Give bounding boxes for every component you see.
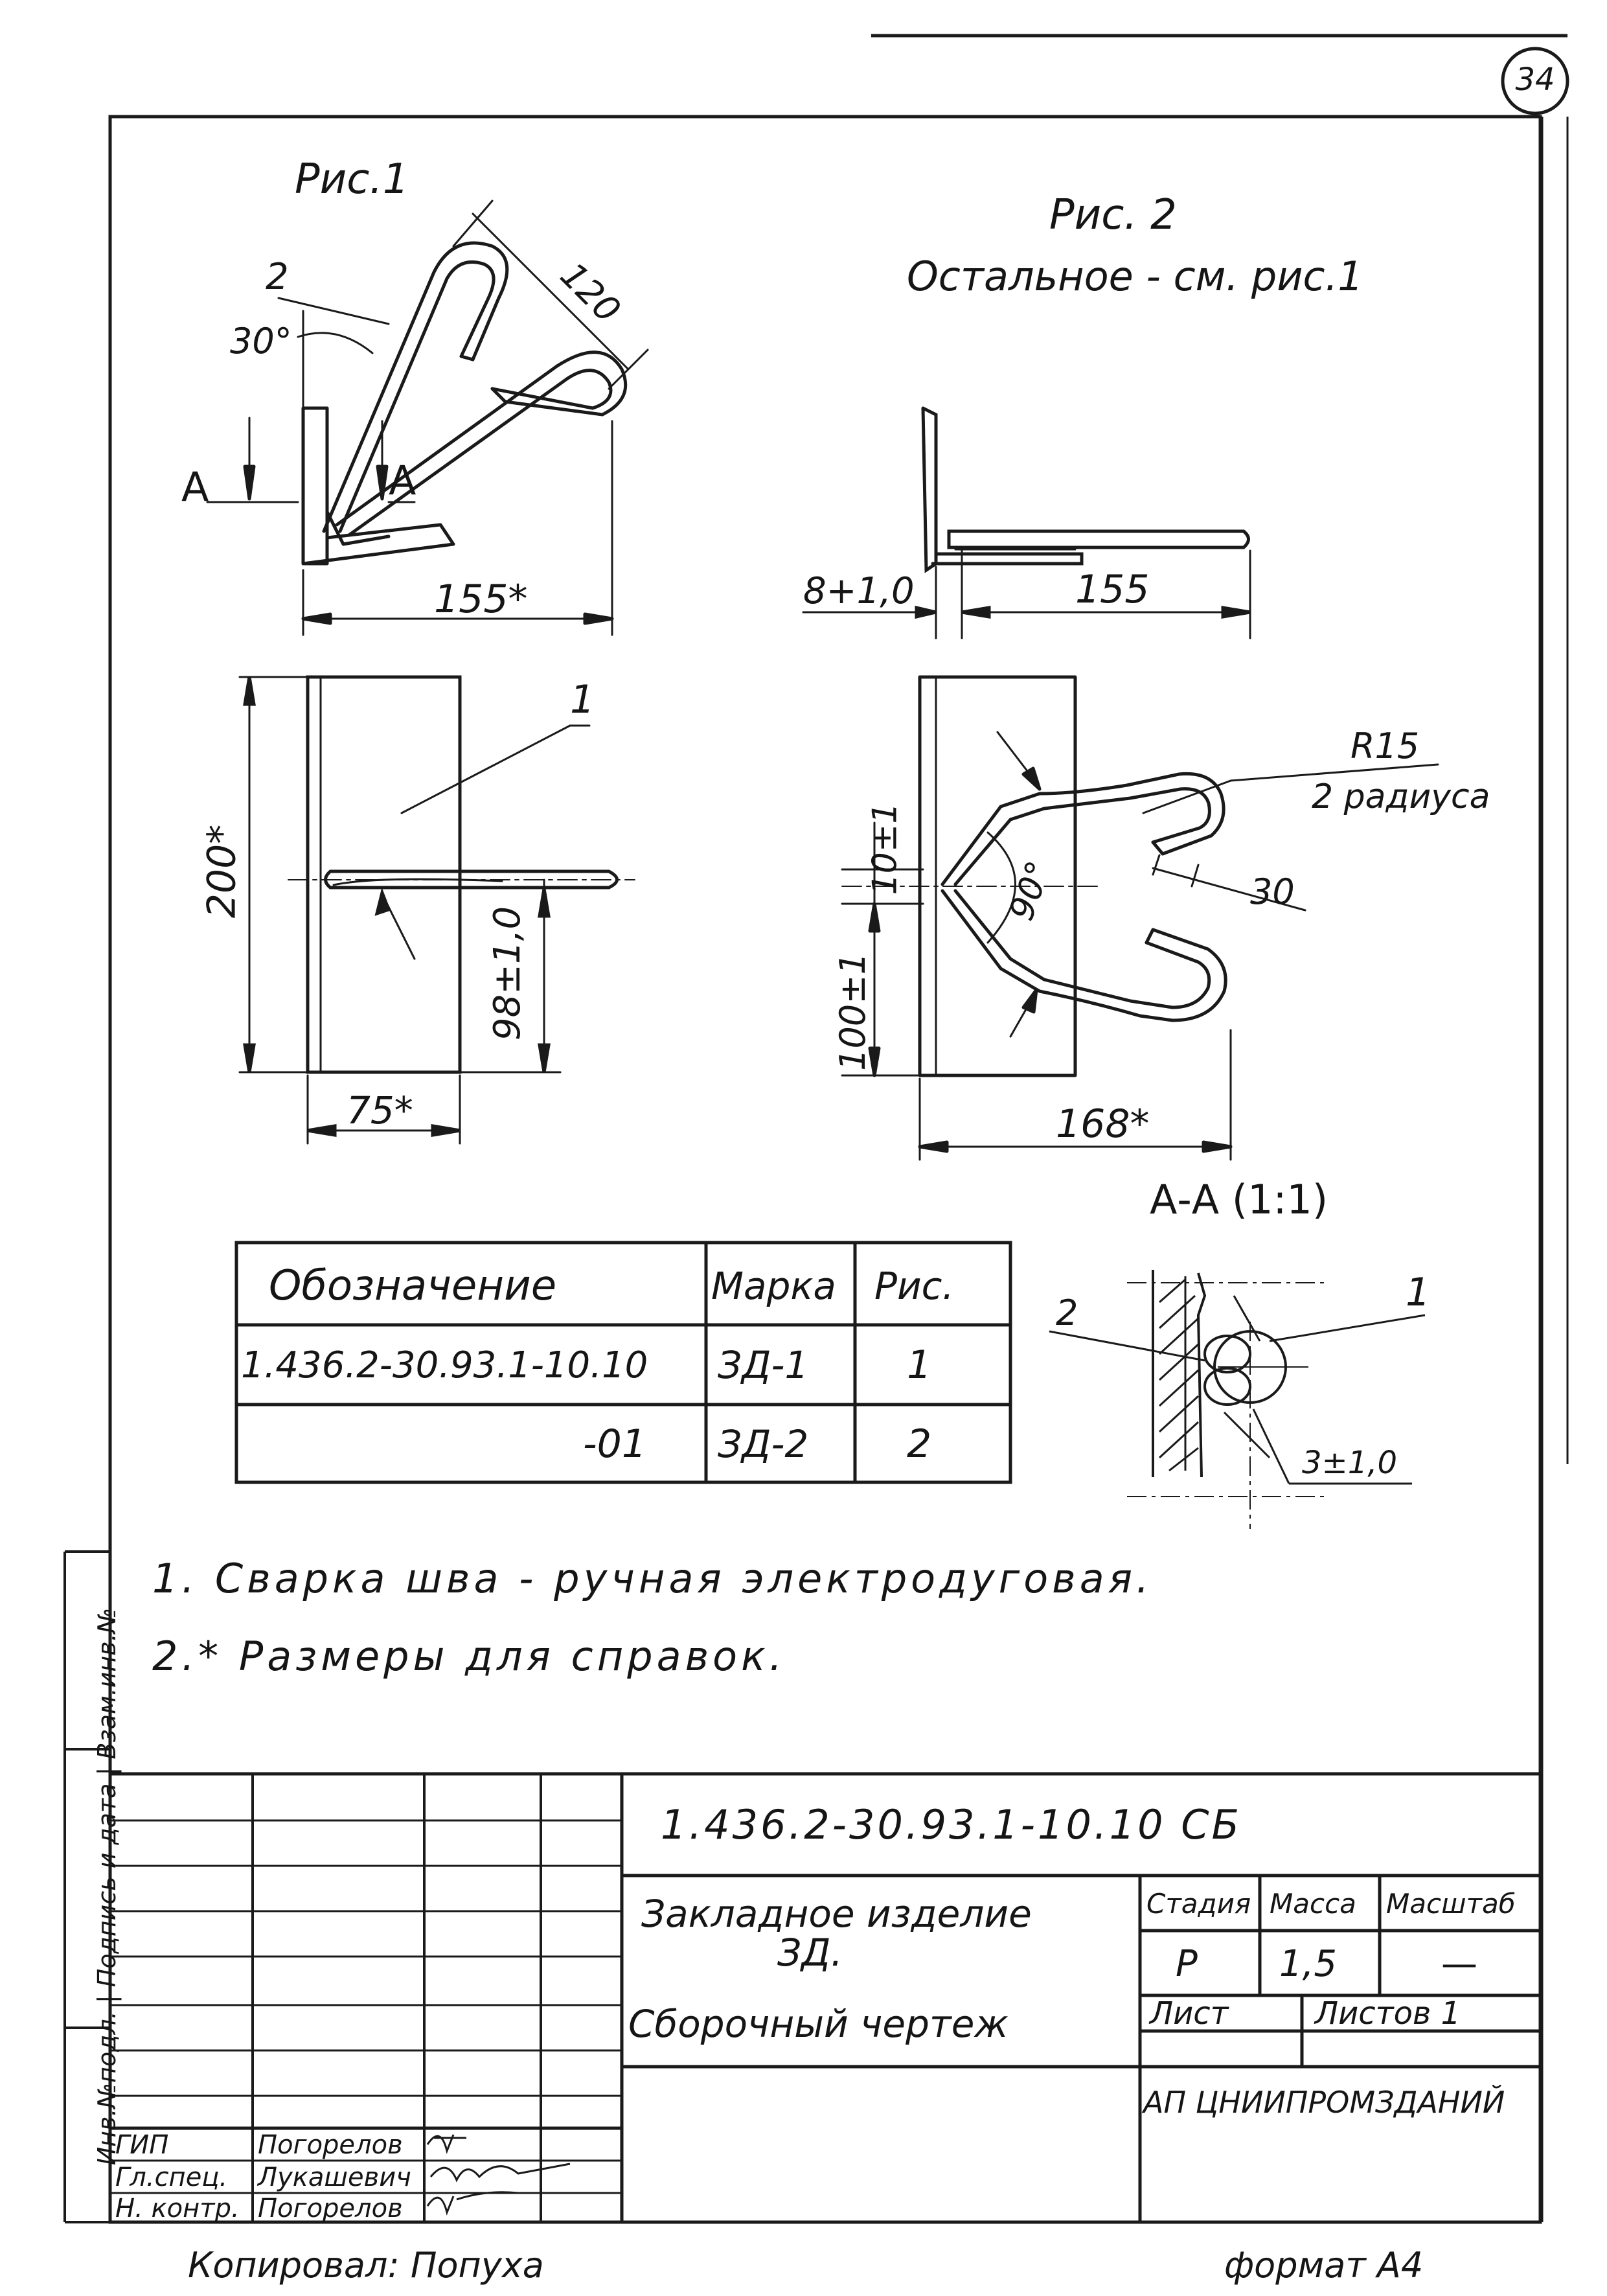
section-pos2-label: 2 xyxy=(1056,1292,1078,1333)
plan1-drawing xyxy=(238,675,635,1145)
plan1-pos1-label: 1 xyxy=(570,677,595,722)
sheets-label: Листов 1 xyxy=(1315,1995,1461,2032)
spec-row1-mark: ЗД-1 xyxy=(718,1343,809,1387)
note-1: 1. Сварка шва - ручная электродуговая. xyxy=(152,1555,1153,1602)
item-name-line3: Сборочный чертеж xyxy=(628,2002,1009,2046)
fig1-drawing xyxy=(206,200,649,636)
stage-header: Стадия xyxy=(1146,1887,1251,1920)
fig1-label: Рис.1 xyxy=(295,155,409,203)
plan2-drawing xyxy=(841,675,1439,1161)
section-pos1-label: 1 xyxy=(1406,1270,1431,1315)
signature-n-kontr xyxy=(426,2191,519,2216)
spec-header-designation: Обозначение xyxy=(269,1262,557,1310)
section-cut-left: А xyxy=(181,463,209,511)
spec-table-grid xyxy=(234,1241,1012,1484)
fig2-note: Остальное - см. рис.1 xyxy=(907,253,1363,300)
sheet-frame xyxy=(108,34,1569,2224)
item-name-line1: Закладное изделие xyxy=(641,1892,1032,1936)
plan2-top-dim: 10±1 xyxy=(865,802,905,895)
signature-gip xyxy=(426,2134,466,2154)
side-stamp-grid xyxy=(63,1550,110,2223)
signatures xyxy=(426,2134,571,2216)
plan2-width-dim: 168* xyxy=(1056,1101,1150,1147)
sheet-label: Лист xyxy=(1150,1995,1229,2032)
plan1-offset-dim: 98±1,0 xyxy=(486,906,529,1041)
section-aa-drawing xyxy=(1049,1270,1426,1529)
fig2-gap-dim: 8+1,0 xyxy=(803,570,915,612)
plan2-bottom-dim: 100±1 xyxy=(832,952,873,1071)
title-block-grid xyxy=(110,1772,1540,2222)
spec-row2-fig: 2 xyxy=(907,1421,932,1467)
fig1-width-dim: 155* xyxy=(434,577,528,622)
scale-header: Масштаб xyxy=(1386,1887,1516,1920)
role-gl-spec: Гл.спец. xyxy=(115,2163,228,2192)
doc-code: 1.436.2-30.93.1-10.10 СБ xyxy=(661,1801,1242,1848)
mass-header: Масса xyxy=(1270,1887,1356,1920)
mass-value: 1,5 xyxy=(1279,1942,1338,1985)
fig2-label: Рис. 2 xyxy=(1049,191,1177,239)
spec-row2-designation: -01 xyxy=(583,1421,646,1467)
name-gl-spec: Лукашевич xyxy=(258,2163,411,2192)
fig2-width-dim: 155 xyxy=(1075,567,1150,612)
stage-value: Р xyxy=(1176,1942,1198,1985)
section-cut-right: А xyxy=(389,457,416,504)
plan2-radius-dim: R15 xyxy=(1351,726,1420,766)
spec-row2-mark: ЗД-2 xyxy=(718,1422,809,1466)
organization: АП ЦНИИПРОМЗДАНИЙ xyxy=(1143,2085,1505,2120)
plan1-width-dim: 75* xyxy=(347,1088,413,1132)
role-gip: ГИП xyxy=(115,2130,169,2160)
plan1-height-dim: 200* xyxy=(199,824,245,919)
spec-header-mark: Марка xyxy=(711,1264,836,1308)
fig1-pos2-label: 2 xyxy=(266,256,289,298)
plan2-radius-note: 2 радиуса xyxy=(1312,777,1490,816)
sheet-number: 34 xyxy=(1515,62,1555,98)
spec-header-fig: Рис. xyxy=(874,1264,954,1308)
spec-row1-designation: 1.436.2-30.93.1-10.10 xyxy=(241,1344,648,1386)
name-n-kontr: Погорелов xyxy=(258,2194,403,2223)
fig1-angle-label: 30° xyxy=(230,321,292,362)
item-name-line2: ЗД. xyxy=(777,1931,843,1975)
spec-row1-fig: 1 xyxy=(907,1342,932,1388)
footer-copied: Копировал: Попуха xyxy=(188,2245,544,2286)
scale-value: — xyxy=(1441,1942,1477,1985)
footer-format: формат А4 xyxy=(1224,2245,1424,2286)
note-2: 2.* Размеры для справок. xyxy=(152,1633,786,1680)
role-n-kontr: Н. контр. xyxy=(115,2194,240,2223)
section-aa-label: А-А (1:1) xyxy=(1150,1176,1328,1223)
signature-gl-spec xyxy=(429,2163,571,2183)
section-weld-dim: 3±1,0 xyxy=(1302,1445,1398,1481)
plan2-gap-dim: 30 xyxy=(1250,871,1295,912)
name-gip: Погорелов xyxy=(258,2130,403,2160)
fig2-drawing xyxy=(802,406,1251,639)
sheet-number-circle xyxy=(1501,47,1569,115)
side-stamp: Инв.№подл. | Подпись и дата | Взам.инв.№ xyxy=(93,1607,121,2166)
